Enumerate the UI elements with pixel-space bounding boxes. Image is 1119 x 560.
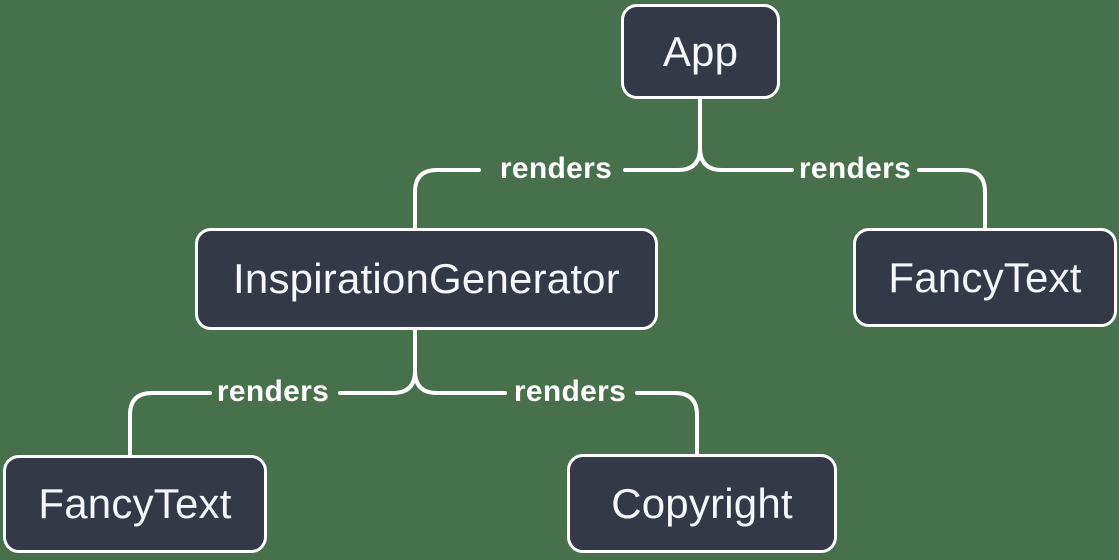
edge-app-to-fancytext-b — [917, 168, 987, 232]
edge-label-inspirationgenerator-renders-copyright: renders — [513, 375, 627, 408]
edge-ig-to-copyright-b — [635, 391, 699, 458]
edge-ig-to-fancytext-a — [338, 369, 417, 395]
edge-label-app-renders-inspirationgenerator: renders — [499, 152, 613, 185]
edge-ig-to-fancytext-b — [128, 391, 212, 459]
node-fancy-text-bottom: FancyText — [3, 455, 267, 553]
node-copyright: Copyright — [567, 454, 837, 553]
node-app: App — [621, 4, 780, 99]
edge-app-to-inspirationgenerator-b — [413, 168, 481, 232]
edge-app-to-inspirationgenerator-a — [623, 146, 702, 172]
edge-app-to-fancytext-a — [698, 146, 794, 172]
edge-ig-to-copyright-a — [413, 369, 507, 395]
node-inspiration-generator: InspirationGenerator — [195, 228, 658, 330]
edge-label-app-renders-fancytext: renders — [798, 152, 912, 185]
node-fancy-text-top: FancyText — [853, 228, 1117, 327]
edge-label-inspirationgenerator-renders-fancytext: renders — [216, 375, 330, 408]
